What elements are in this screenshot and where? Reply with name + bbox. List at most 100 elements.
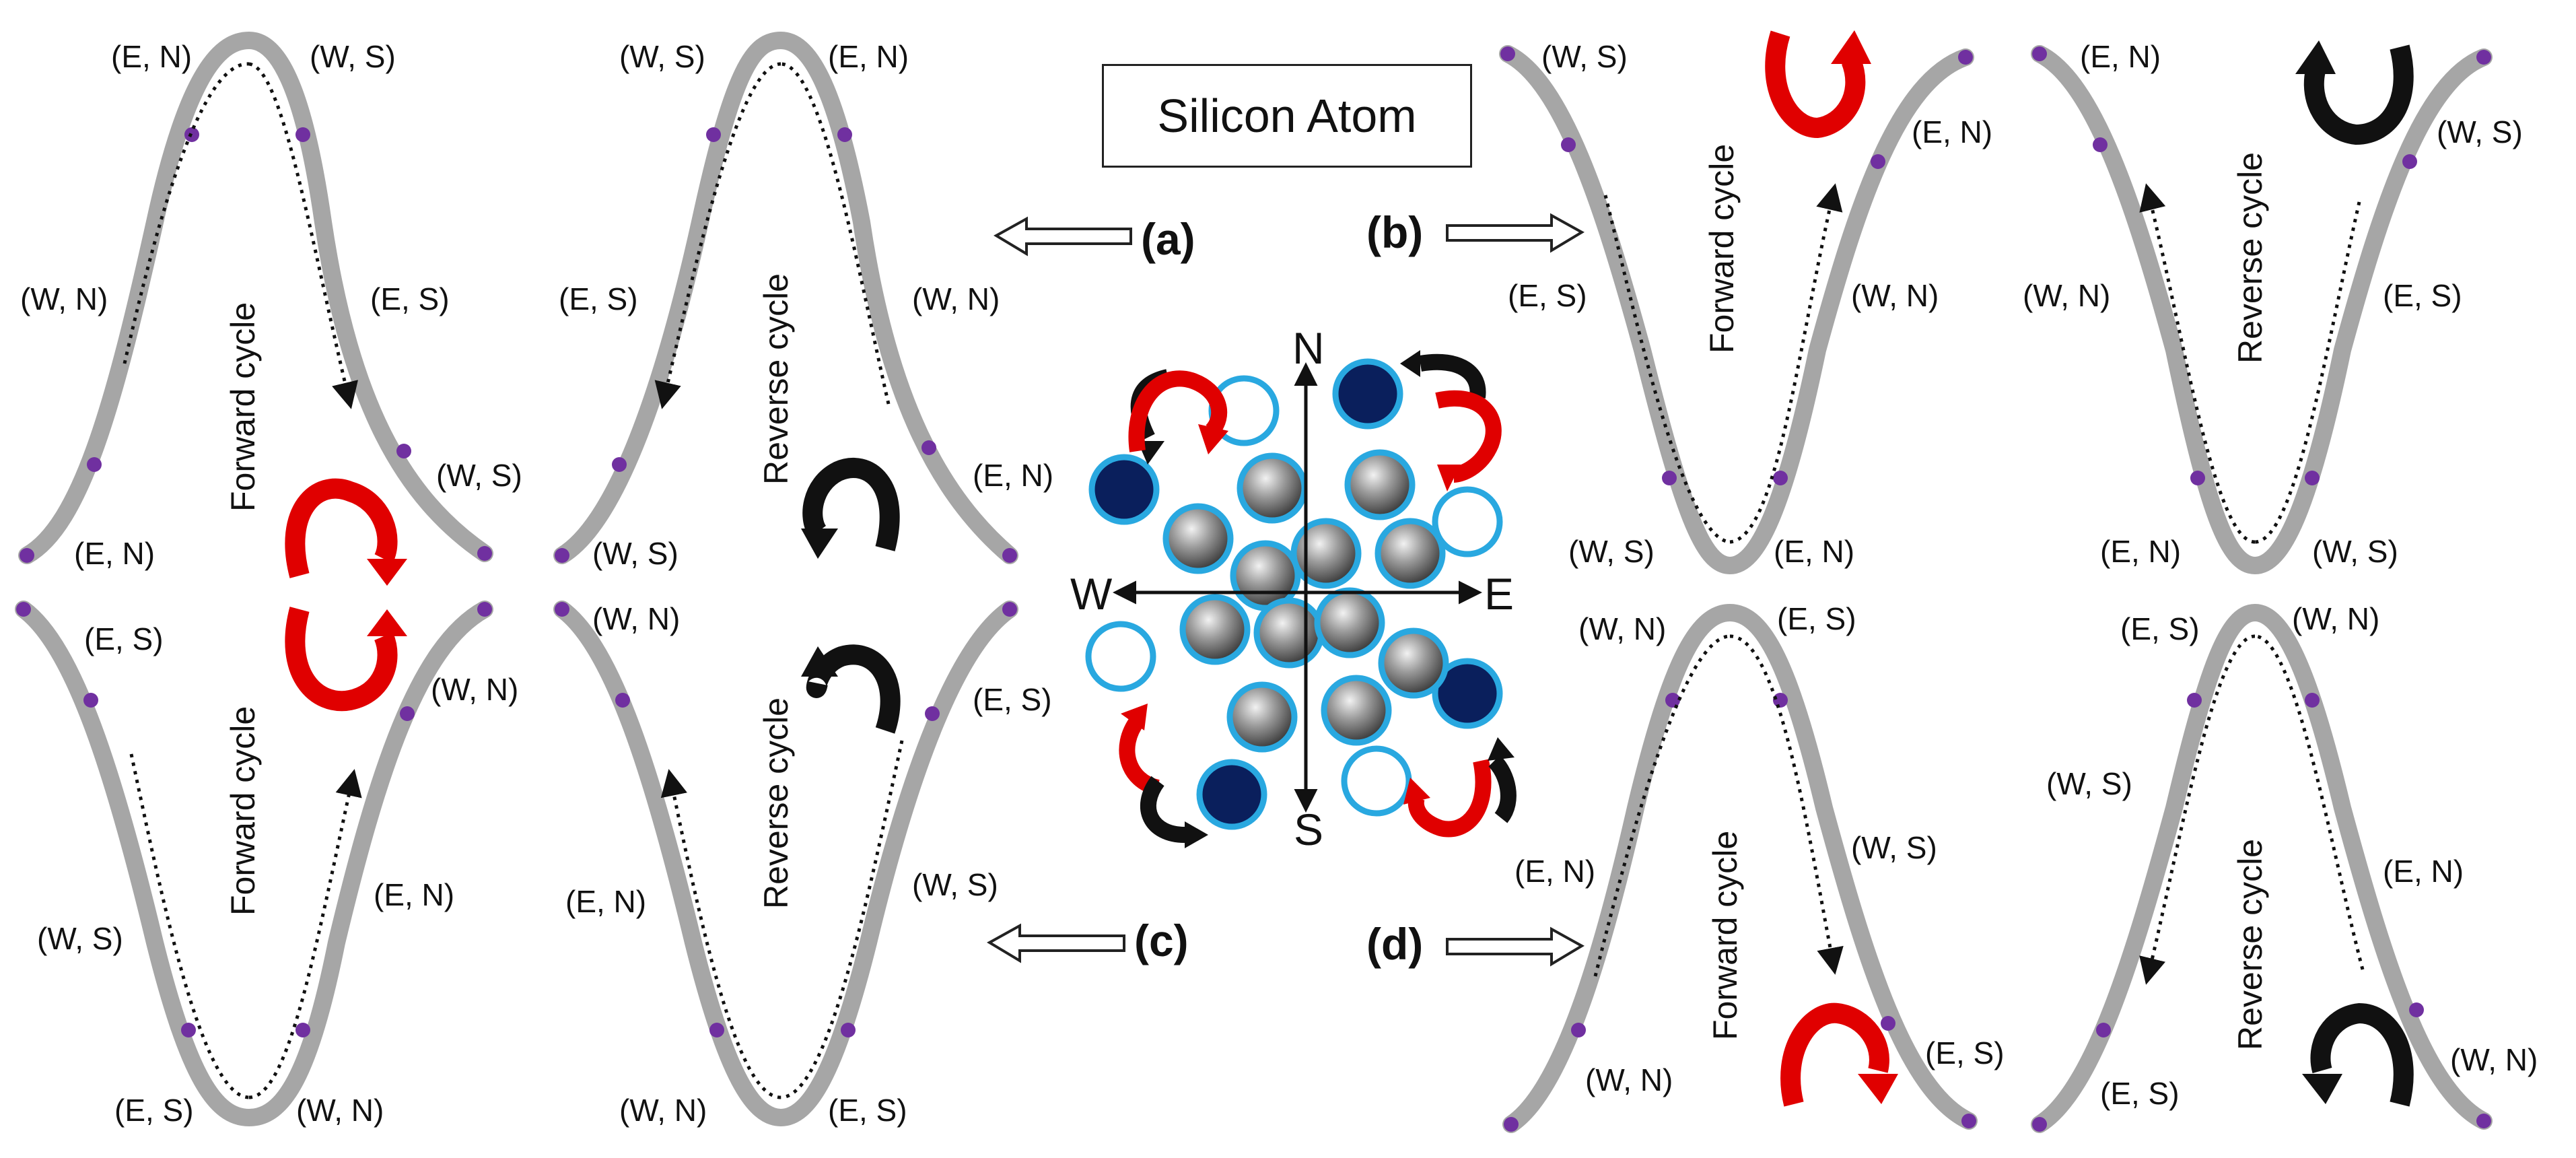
label-es: (E, S) <box>559 281 638 316</box>
label-wn: (W, N) <box>431 672 518 707</box>
node <box>2305 471 2320 485</box>
label-ws: (W, S) <box>912 867 998 902</box>
node <box>83 693 98 708</box>
empty-site <box>1085 621 1156 692</box>
label-es: (E, S) <box>2383 278 2462 313</box>
track-d-forward <box>1502 603 1978 1133</box>
label-en: (E, N) <box>565 884 646 919</box>
dotted-line <box>123 62 250 364</box>
title-text: Silicon Atom <box>1157 90 1417 142</box>
panel-markers: (a) (b) (c) (d) <box>987 207 1585 969</box>
node <box>477 546 492 561</box>
compass-south: S <box>1294 805 1323 854</box>
label-wn: (W, N) <box>1578 611 1666 646</box>
label-ws: (W, S) <box>592 536 678 571</box>
node <box>1002 548 1017 563</box>
compass-north: N <box>1292 323 1325 373</box>
empty-site <box>1341 745 1412 817</box>
panel-label-d: (d) <box>1366 919 1423 969</box>
panel-d-arrow: (d) <box>1366 919 1585 969</box>
dotted-line <box>780 62 891 405</box>
black-curved-arrow <box>1140 776 1185 843</box>
compass-west: W <box>1070 569 1113 619</box>
node <box>1871 154 1885 169</box>
track-b-reverse <box>2031 45 2493 575</box>
silicon-atom <box>1253 597 1325 669</box>
dark-atom <box>1088 454 1160 525</box>
compass-east: E <box>1484 569 1514 619</box>
label-es: (E, S) <box>1508 278 1587 313</box>
reverse-cycle-label: Reverse cycle <box>2231 839 2269 1050</box>
label-en: (E, N) <box>1774 534 1854 569</box>
red-curved-arrow <box>1435 390 1502 483</box>
label-en: (E, N) <box>111 39 192 74</box>
node <box>921 440 936 455</box>
panel-label-c: (c) <box>1134 916 1189 965</box>
corner-arrows <box>1119 350 1517 848</box>
red-curved-arrow <box>1128 370 1228 452</box>
forward-cycle-label: Forward cycle <box>224 706 262 916</box>
panel-c-arrow: (c) <box>987 916 1189 965</box>
red-curved-arrow <box>1407 759 1492 838</box>
node <box>16 602 31 617</box>
node <box>2476 1114 2491 1128</box>
node <box>2476 50 2491 65</box>
node <box>1500 46 1515 61</box>
node <box>706 127 721 142</box>
silicon-atom <box>1378 627 1449 699</box>
dotted-line <box>654 62 781 409</box>
forward-cycle-label: Forward cycle <box>1706 831 1744 1040</box>
label-ws: (W, S) <box>2437 114 2523 149</box>
label-ws: (W, S) <box>1541 39 1628 74</box>
black-curved-arrow <box>1488 755 1517 823</box>
label-es: (E, S) <box>2120 611 2200 646</box>
node <box>1002 602 1017 617</box>
dotted-line <box>1603 195 1731 544</box>
label-wn: (W, N) <box>592 601 680 636</box>
silicon-lattice: N S E W <box>1070 323 1517 854</box>
red-curved-arrow <box>285 607 407 712</box>
node <box>555 548 569 563</box>
panel-b-arrow: (b) <box>1366 207 1585 257</box>
node <box>1881 1016 1895 1031</box>
track-c-reverse <box>553 601 1018 1127</box>
label-wn: (W, N) <box>2292 601 2379 636</box>
node <box>837 127 852 142</box>
dotted-line <box>2139 183 2256 544</box>
black-curved-arrow <box>2295 40 2414 145</box>
label-es: (E, S) <box>84 621 164 656</box>
node <box>181 1023 196 1037</box>
red-curved-arrow <box>285 478 407 586</box>
silicon-atom <box>1237 452 1308 524</box>
node <box>555 602 569 617</box>
node <box>2190 471 2205 485</box>
reverse-cycle-label: Reverse cycle <box>2231 152 2269 364</box>
silicon-atom <box>1321 675 1392 746</box>
label-en: (E, N) <box>828 39 909 74</box>
node <box>615 693 630 708</box>
node <box>925 706 940 721</box>
forward-cycle-label: Forward cycle <box>224 302 262 512</box>
node <box>2305 693 2320 708</box>
label-ws: (W, S) <box>619 39 705 74</box>
black-curved-arrow <box>801 458 900 559</box>
track-d-reverse <box>2031 603 2493 1133</box>
node <box>295 1023 310 1037</box>
node <box>1665 693 1680 708</box>
dark-atom <box>1332 358 1403 430</box>
label-ws: (W, S) <box>310 39 396 74</box>
label-es: (E, S) <box>370 281 450 316</box>
position-labels: (E, N) (W, S) (W, N) (E, S) (W, S) (E, N… <box>20 39 2538 1128</box>
node-group <box>16 46 2491 1132</box>
node <box>841 1023 856 1037</box>
dark-atom <box>1196 759 1267 830</box>
node <box>295 127 310 142</box>
red-curved-arrow <box>1780 1002 1898 1107</box>
silicon-atom <box>1374 518 1446 589</box>
node <box>709 1023 724 1037</box>
dark-atom <box>1432 658 1503 729</box>
node <box>1571 1023 1586 1037</box>
node <box>1773 693 1788 708</box>
dotted-line <box>1593 634 1731 977</box>
